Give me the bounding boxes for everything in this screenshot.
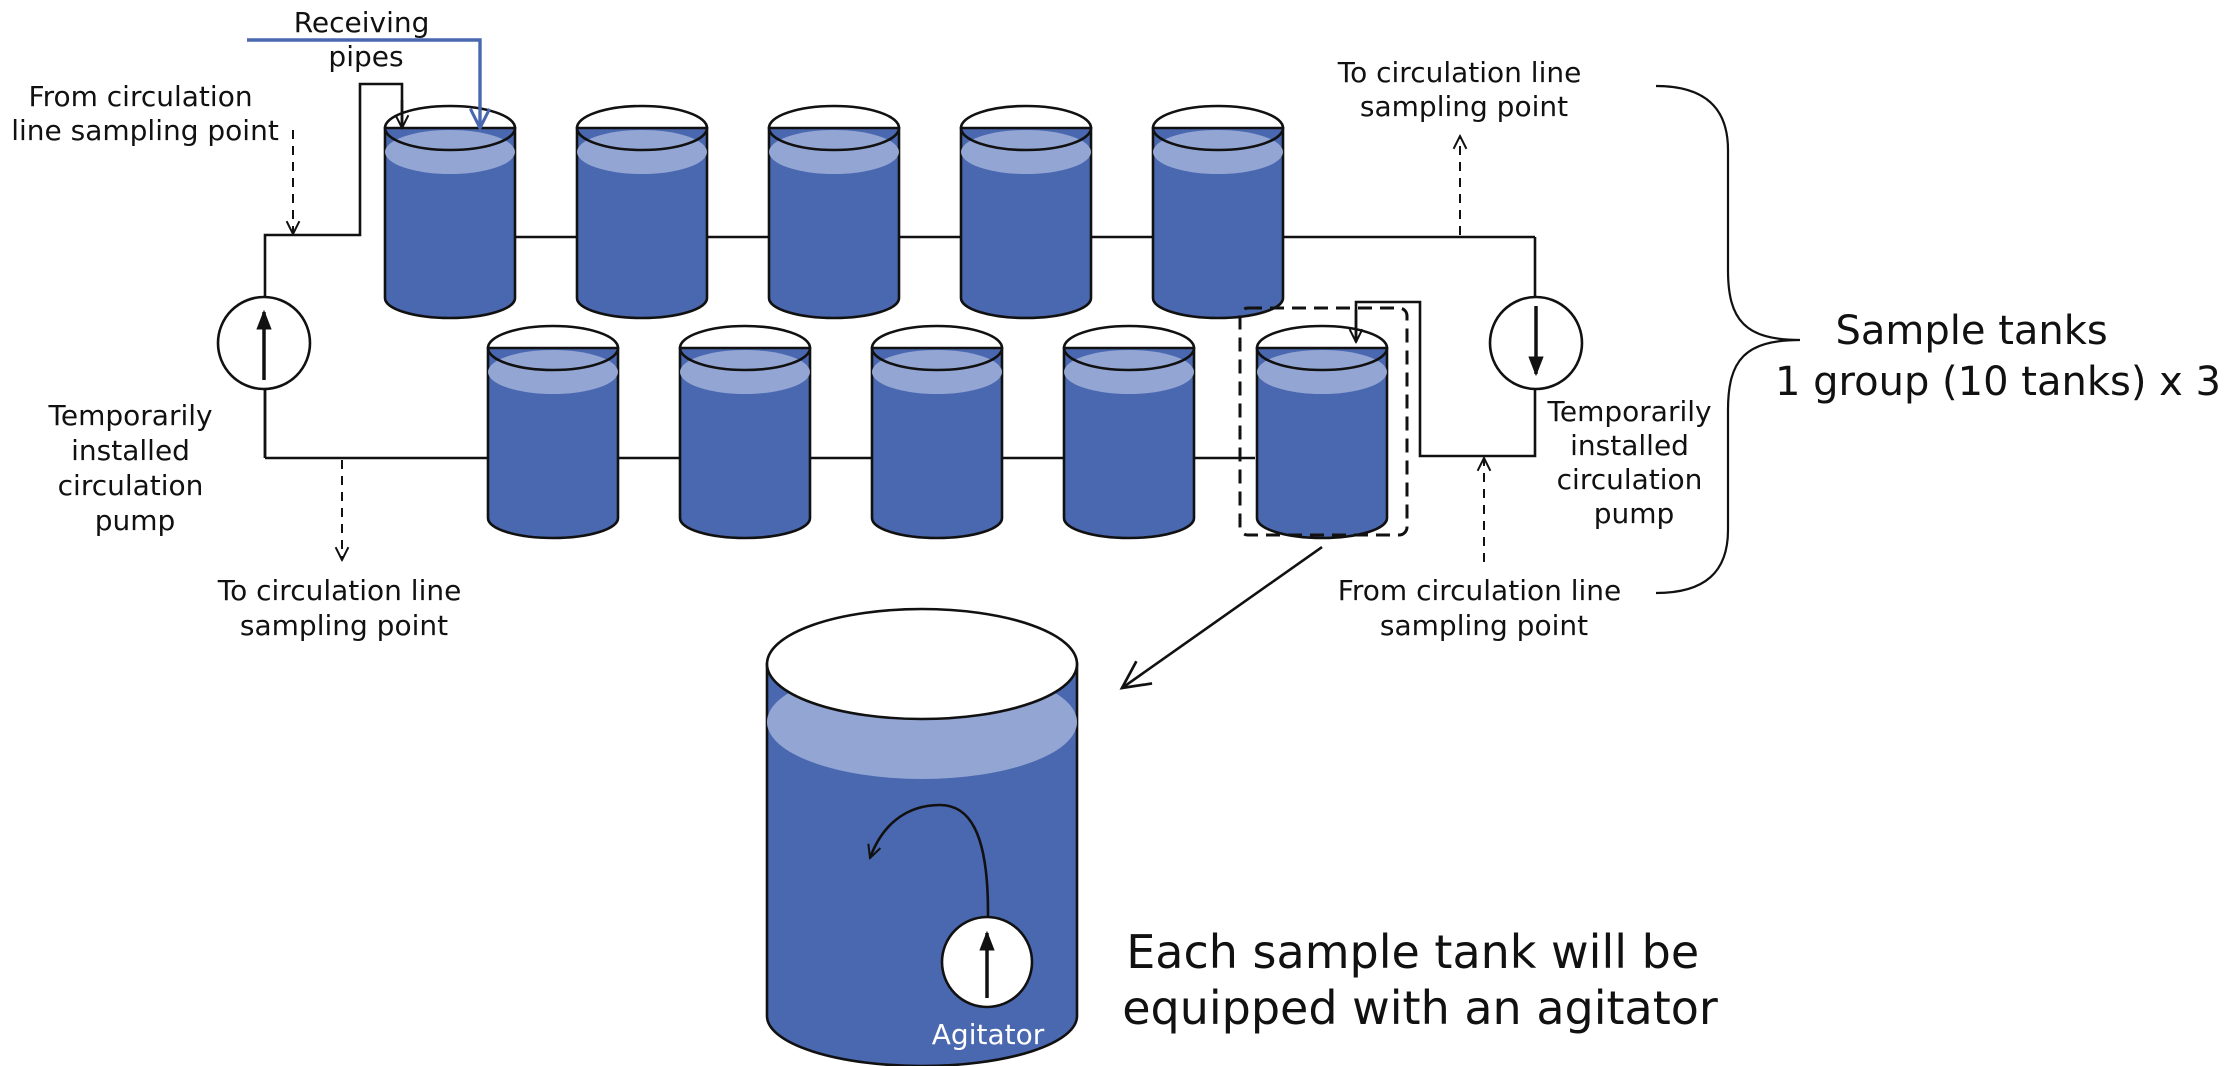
sample-tank-8 <box>870 324 1004 540</box>
to-circulation-label-bottom-left: To circulation line sampling point <box>217 574 471 642</box>
receiving-pipes-label: Receiving pipes <box>294 6 439 73</box>
sample-tank-10 <box>1255 324 1389 540</box>
pump-right <box>1488 295 1584 391</box>
group-brace <box>1655 84 1801 595</box>
sample-tank-7 <box>678 324 812 540</box>
labels: Receiving pipes From circulation line sa… <box>11 6 2221 1051</box>
sample-tanks-label: Sample tanks 1 group (10 tanks) x 3 <box>1775 308 2221 405</box>
pump-left-label: Temporarily installed circulation pump <box>48 399 222 537</box>
zoom-arrow <box>1119 545 1323 690</box>
sample-tank-6 <box>486 324 620 540</box>
sample-tank-9 <box>1062 324 1196 540</box>
agitator-label: Agitator <box>932 1018 1045 1051</box>
tank-group <box>383 104 1389 540</box>
agitator-flow-arrow <box>870 803 990 920</box>
from-circulation-label-bottom-right: From circulation line sampling point <box>1338 574 1630 642</box>
agitator-tank <box>765 607 1079 1066</box>
sample-tank-4 <box>959 104 1093 320</box>
from-circulation-label-top-left: From circulation line sampling point <box>11 80 279 147</box>
agitator-note: Each sample tank will be equipped with a… <box>1122 925 1718 1035</box>
pipe-left-riser <box>263 82 404 458</box>
highlight-box <box>1238 306 1409 537</box>
sample-tank-3 <box>767 104 901 320</box>
pump-left <box>216 295 312 391</box>
sample-tank-5 <box>1151 104 1285 320</box>
pipe-right-lower <box>1354 300 1537 458</box>
pump-right-label: Temporarily installed circulation pump <box>1547 395 1721 530</box>
receiving-pipe <box>247 38 480 128</box>
sample-tank-2 <box>575 104 709 320</box>
sample-tank-1 <box>383 104 517 320</box>
to-circulation-label-top-right: To circulation line sampling point <box>1337 56 1591 123</box>
sampling-lines <box>293 130 1484 562</box>
